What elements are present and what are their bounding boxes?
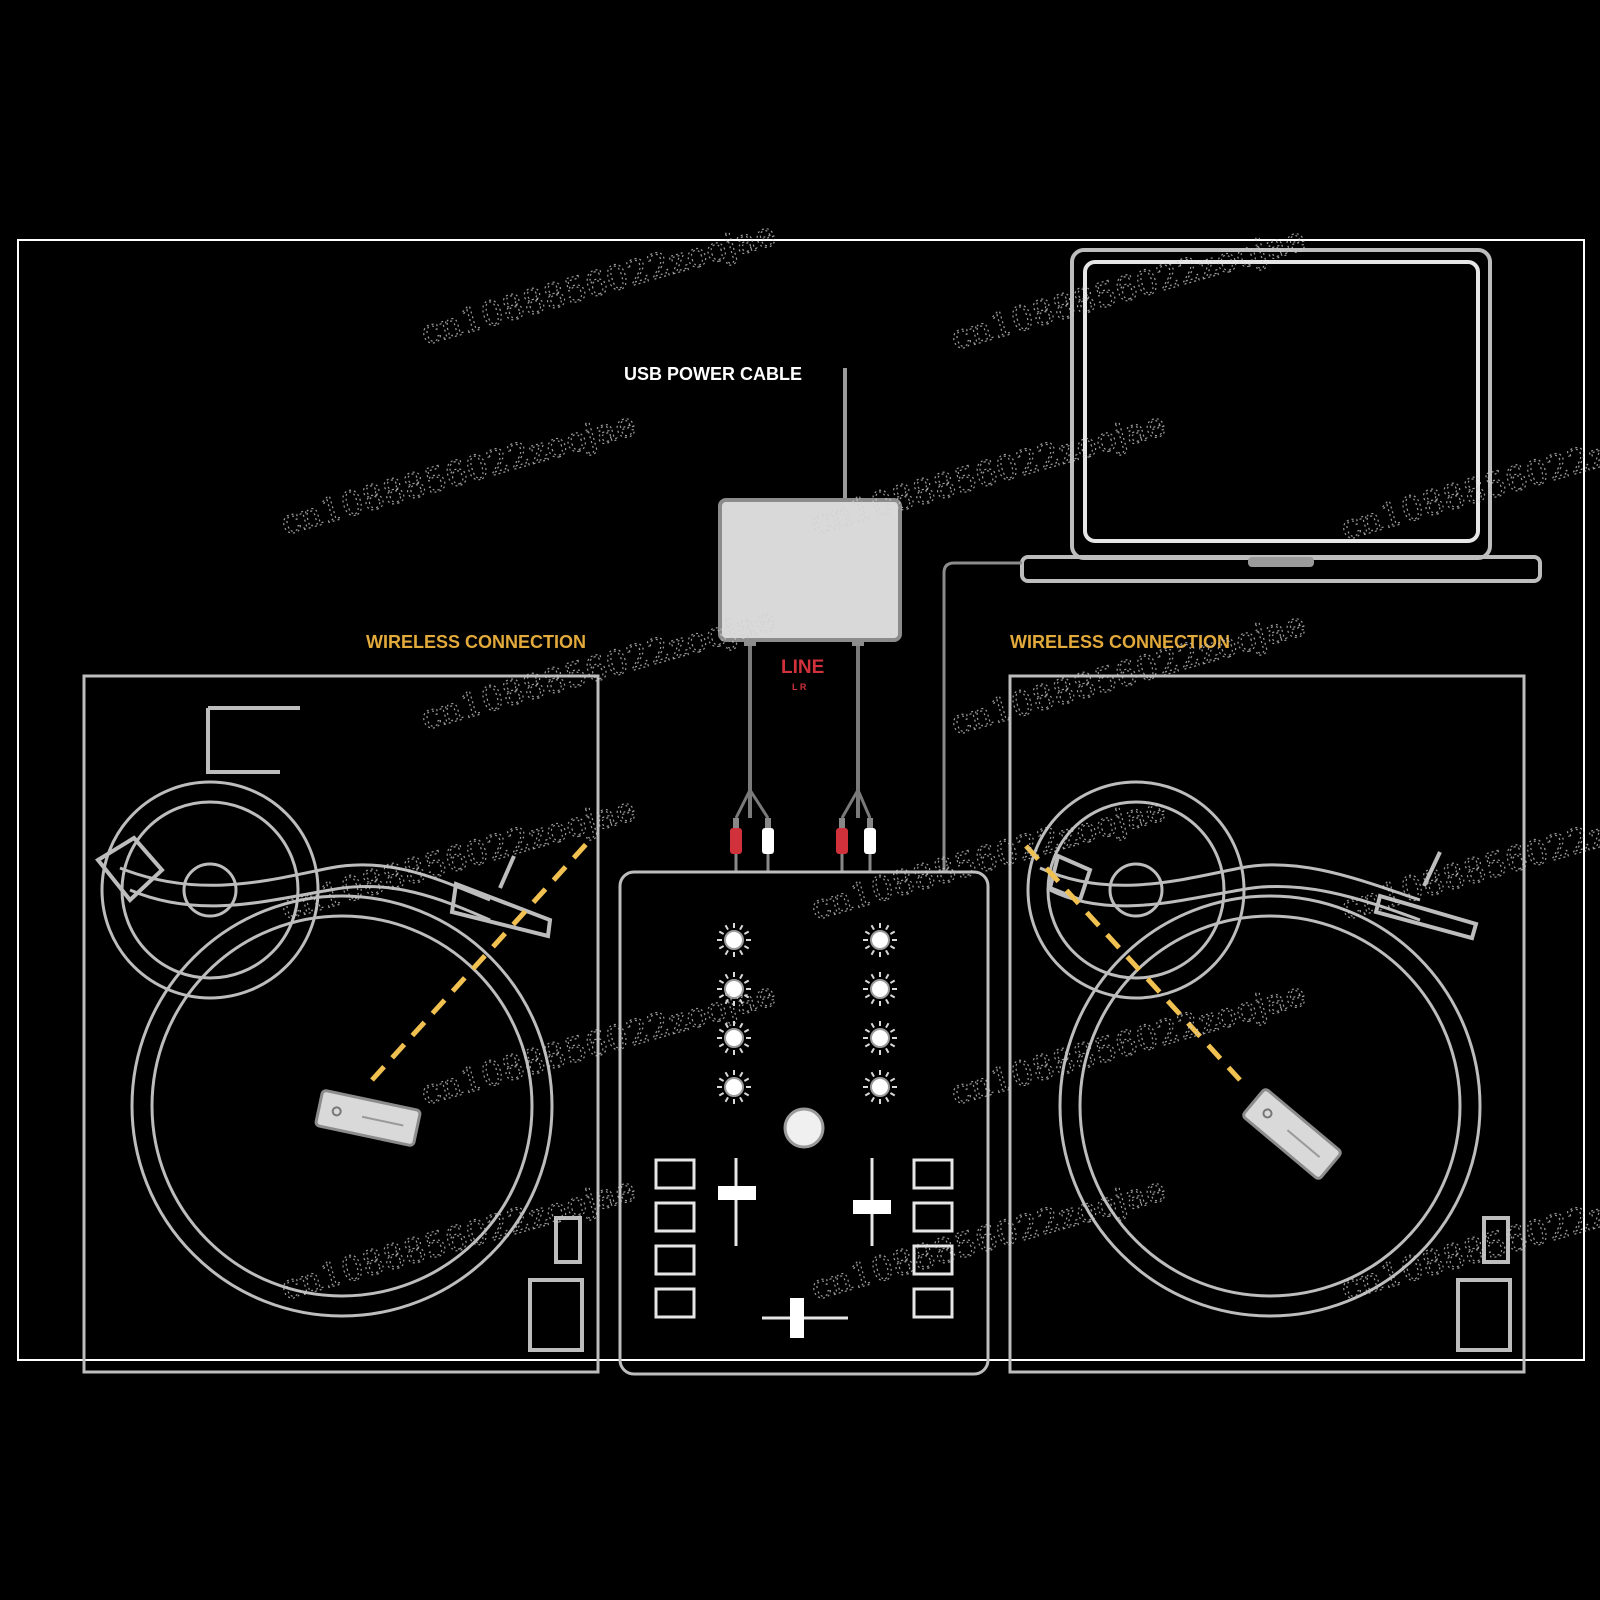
watermark-text: cn1088856022zoojae [276,404,640,544]
eq-knob [863,1070,897,1104]
eq-knob [717,923,751,957]
rca-plugs [730,818,876,872]
mixer-knobs [717,923,897,1104]
laptop-mixer-cable [942,561,1022,872]
usb-power-cable-label: USB POWER CABLE [624,364,802,384]
left-turntable [82,674,600,1374]
line-label: LINE [781,657,824,678]
crossfader [762,1298,848,1338]
right-turntable [1008,674,1526,1374]
wireless-connection-right-label: WIRELESS CONNECTION [1010,632,1230,652]
watermark-text: cn1088856022zoojae [1336,1169,1600,1309]
watermark-text: cn1088856022zoojae [276,1169,640,1309]
mixer-pads [654,1158,954,1319]
line-channel-label: L R [792,682,807,692]
eq-knob [717,972,751,1006]
left-wireless-receiver [314,1089,422,1147]
watermark-text: cn1088856022zoojae [1336,789,1600,929]
channel-fader-right [853,1158,891,1246]
master-knob [783,1107,825,1149]
eq-knob [863,1021,897,1055]
wireless-connection-left-label: WIRELESS CONNECTION [366,632,586,652]
watermark-text: cn1088856022zoojae [946,604,1310,744]
eq-knob [717,1021,751,1055]
watermark-text: cn1088856022zoojae [946,974,1310,1114]
channel-fader-left [718,1158,756,1246]
eq-knob [863,923,897,957]
watermarks: cn1088856022zoojae cn1088856022zoojae cn… [276,213,1600,1309]
dj-mixer-icon [618,870,990,1376]
watermark-text: cn1088856022zoojae [1336,409,1600,549]
right-wireless-link [1024,844,1242,1082]
wireless-receiver-icon [718,498,902,646]
left-wireless-link [370,838,592,1082]
eq-knob [717,1070,751,1104]
watermark-text: cn1088856022zoojae [416,214,780,354]
right-wireless-receiver [1242,1088,1342,1180]
laptop-icon [1020,248,1542,583]
watermark-text: cn1088856022zoojae [806,404,1170,544]
diagram-frame [17,239,1585,1361]
eq-knob [863,972,897,1006]
